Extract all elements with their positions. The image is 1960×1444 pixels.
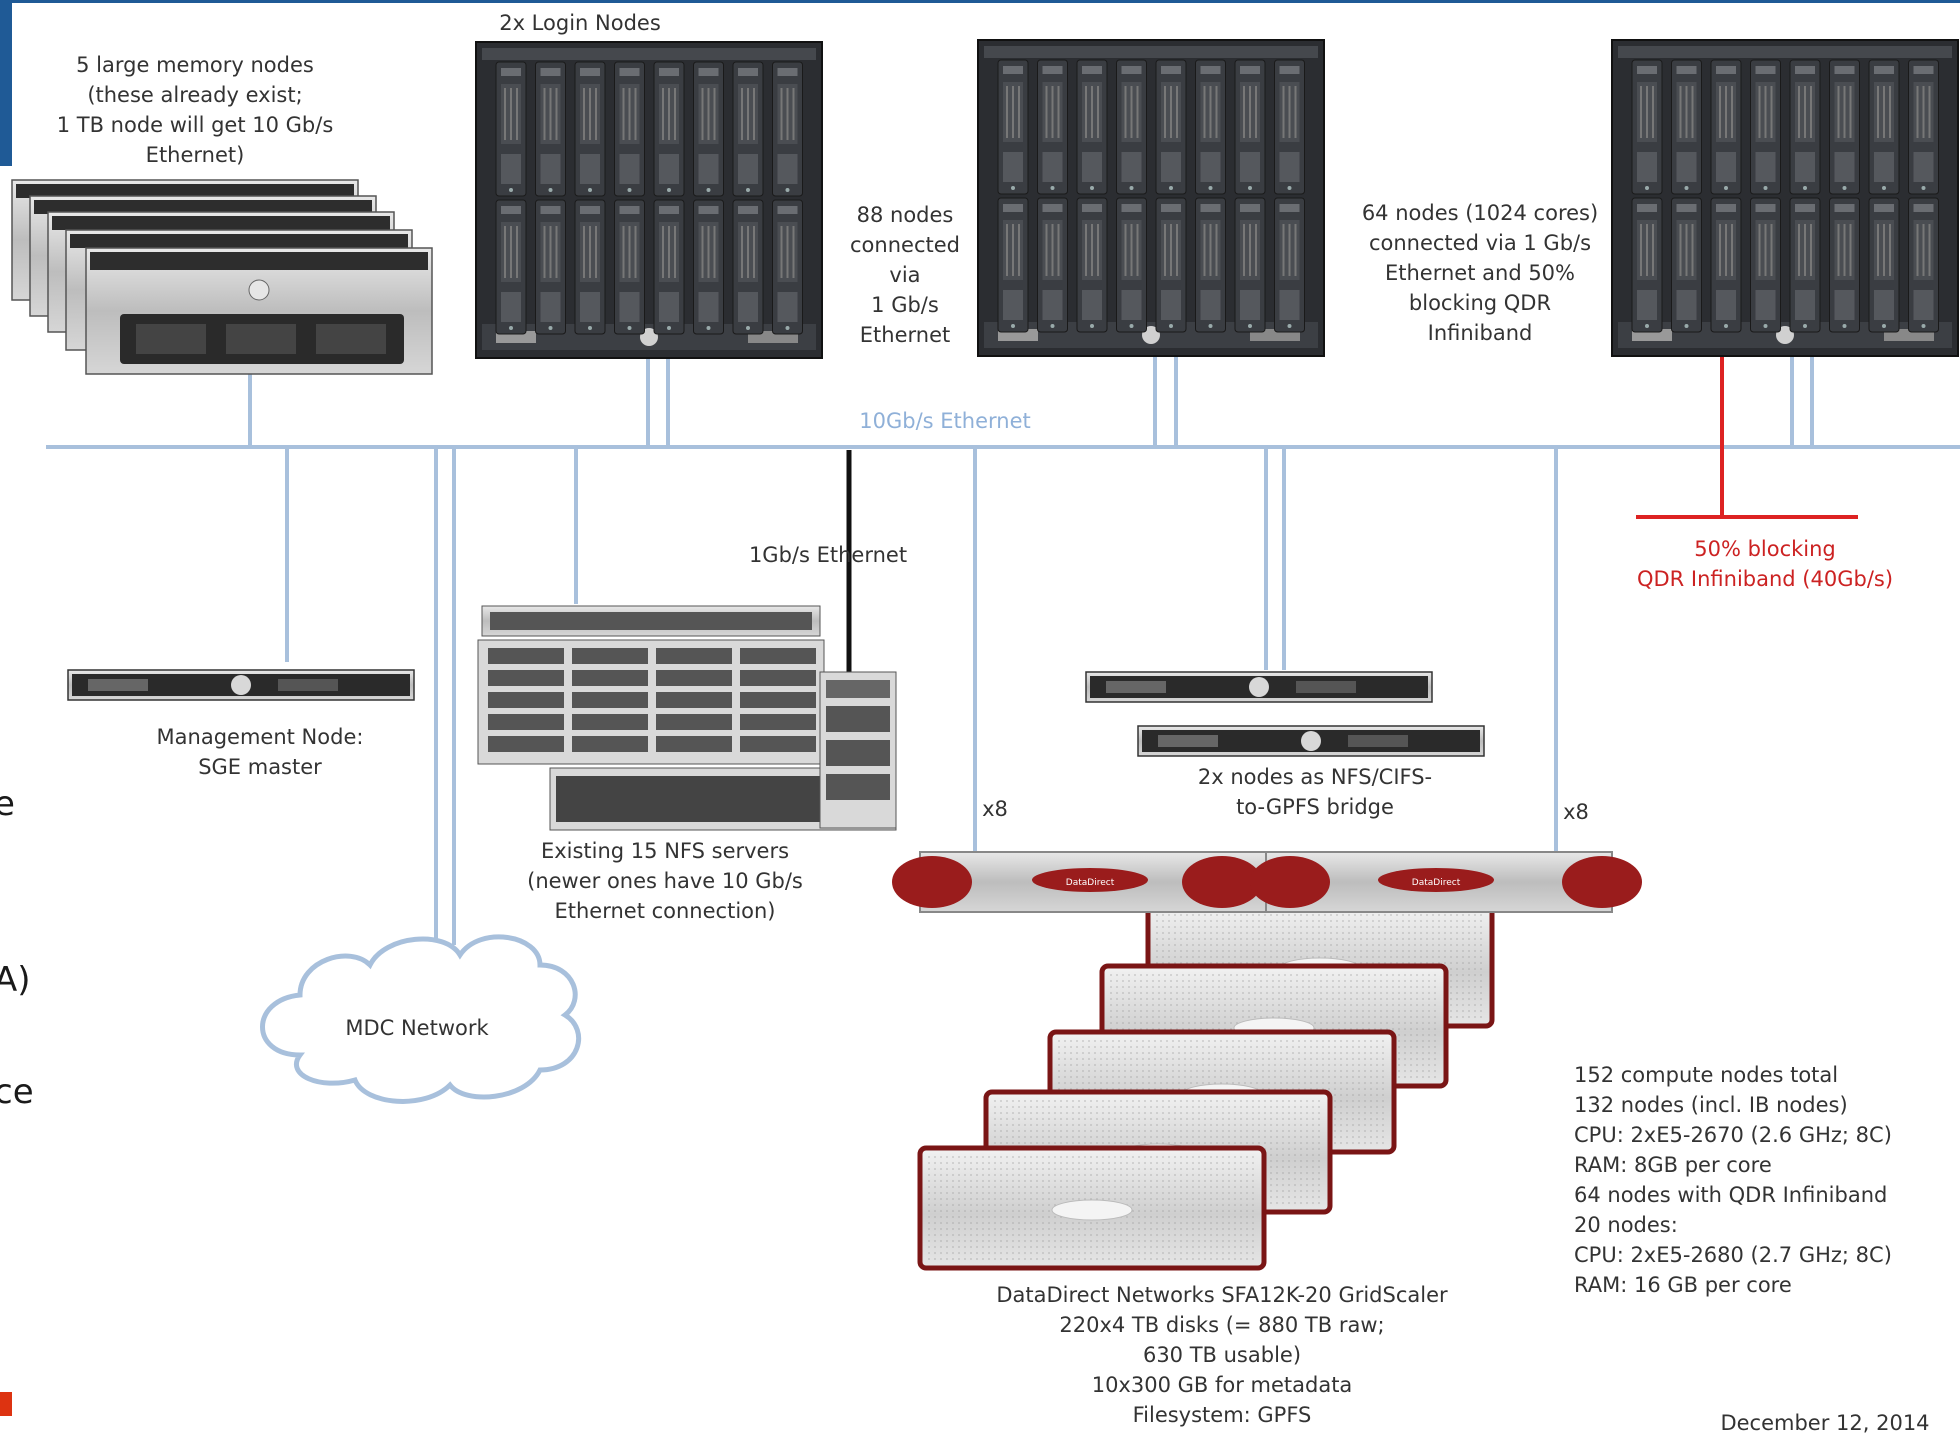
x8-left-label: x8 (982, 797, 1008, 821)
infiniband-label: 50% blocking QDR Infiniband (40Gb/s) (1636, 537, 1894, 591)
storage-enclosure-icon (920, 906, 1492, 1268)
bridge-node-icon (1137, 725, 1485, 757)
blade-chassis-icon (977, 39, 1325, 357)
management-node-icon (67, 669, 415, 701)
bridge-nodes-label: 2x nodes as NFS/CIFS- to-GPFS bridge (1197, 765, 1433, 819)
ethernet-links (46, 340, 1960, 945)
summary-label: 152 compute nodes total 132 nodes (incl.… (1574, 1063, 1892, 1297)
slide-edge-text: A) (0, 960, 31, 1000)
ethernet-10g-label: 10Gb/s Ethernet (859, 409, 1031, 433)
nfs-servers (477, 605, 897, 831)
bridge-node-icon (1085, 671, 1433, 703)
cloud-label: MDC Network (345, 1016, 489, 1040)
storage-label: DataDirect Networks SFA12K-20 GridScaler… (996, 1283, 1448, 1427)
login-nodes-label: 2x Login Nodes (499, 11, 661, 35)
slide-edge-text: ce (0, 1072, 34, 1112)
blade-chassis-icon (1611, 39, 1959, 357)
blade-chassis-group (475, 39, 1959, 359)
nodes-88-label: 88 nodes connected via 1 Gb/s Ethernet (850, 203, 960, 347)
ddn-badge: DataDirect (1066, 878, 1115, 888)
x8-right-label: x8 (1563, 800, 1589, 824)
blade-chassis-icon (475, 41, 823, 359)
large-memory-nodes (11, 179, 433, 375)
large-memory-label: 5 large memory nodes (these already exis… (56, 53, 334, 167)
infiniband-links (1636, 352, 1858, 519)
ddn-badge: DataDirect (1412, 878, 1461, 888)
nodes-64-label: 64 nodes (1024 cores) connected via 1 Gb… (1361, 201, 1599, 345)
footer-marker (0, 1392, 12, 1416)
nfs-servers-label: Existing 15 NFS servers (newer ones have… (527, 839, 803, 923)
header-rule (0, 0, 1960, 3)
ddn-controllers: DataDirect DataDirect (892, 851, 1642, 913)
slide-edge-text: e (0, 784, 15, 824)
header-sidebar (0, 0, 12, 166)
ethernet-1g-label: 1Gb/s Ethernet (748, 543, 908, 567)
management-node-label: Management Node: SGE master (156, 725, 364, 779)
cloud-icon (260, 934, 582, 1104)
date-label: December 12, 2014 (1720, 1411, 1930, 1435)
